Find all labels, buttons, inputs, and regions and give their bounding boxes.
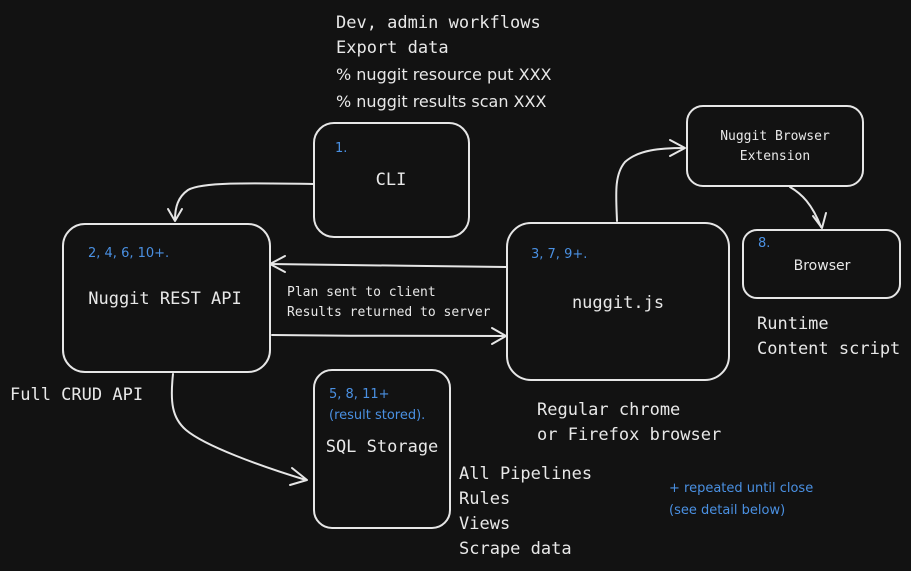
node-sql-storage-note-1: All Pipelines xyxy=(459,464,592,484)
top-note-2: Export data xyxy=(336,38,449,58)
node-browser-label: Browser xyxy=(794,258,851,274)
node-browser-box xyxy=(742,229,901,299)
node-extension-box xyxy=(686,105,864,187)
edge-cli-to-rest xyxy=(174,182,315,221)
node-nuggit-js-note-2: or Firefox browser xyxy=(537,425,721,445)
node-browser: 8. Browser xyxy=(742,229,901,299)
arrowhead-extension-to-browser xyxy=(812,212,827,229)
top-note-3: % nuggit resource put XXX xyxy=(336,65,552,84)
node-nuggit-js-label: nuggit.js xyxy=(572,293,664,313)
node-sql-storage-step: 5, 8, 11+ xyxy=(329,387,390,402)
edge-extension-to-browser xyxy=(789,186,822,228)
edge-label-plan: Plan sent to client xyxy=(287,285,436,300)
node-rest-api-step: 2, 4, 6, 10+. xyxy=(88,246,169,261)
node-sql-storage-note-2: Rules xyxy=(459,489,510,509)
node-cli-box xyxy=(313,122,470,238)
node-nuggit-js: 3, 7, 9+. nuggit.js xyxy=(506,222,730,381)
node-nuggit-js-step: 3, 7, 9+. xyxy=(531,247,587,262)
node-extension: Nuggit Browser Extension xyxy=(686,105,864,187)
node-sql-storage-note-3: Views xyxy=(459,514,510,534)
node-sql-storage: 5, 8, 11+ (result stored). SQL Storage xyxy=(313,369,451,529)
node-rest-api-note: Full CRUD API xyxy=(10,385,143,405)
node-extension-label-1: Nuggit Browser xyxy=(720,129,830,144)
top-notes: Dev, admin workflows Export data % nuggi… xyxy=(336,13,552,111)
edge-rest-to-js xyxy=(271,334,507,337)
node-cli: 1. CLI xyxy=(313,122,470,238)
node-rest-api-box xyxy=(62,223,271,373)
edge-label-results: Results returned to server xyxy=(287,305,491,320)
arrowhead-js-to-extension xyxy=(669,139,686,157)
arrowhead-cli-to-rest xyxy=(167,208,183,222)
edge-js-to-extension xyxy=(615,147,685,222)
node-sql-storage-step-detail: (result stored). xyxy=(329,408,425,423)
node-rest-api-label: Nuggit REST API xyxy=(88,289,242,309)
node-sql-storage-box xyxy=(313,369,451,529)
node-sql-storage-label: SQL Storage xyxy=(326,437,439,457)
node-browser-step: 8. xyxy=(758,236,770,251)
node-cli-step: 1. xyxy=(335,141,347,156)
node-sql-storage-note-4: Scrape data xyxy=(459,539,572,559)
node-cli-label: CLI xyxy=(376,170,407,190)
arrowhead-rest-to-sql xyxy=(289,467,308,486)
footnote-line-1: + repeated until close xyxy=(669,481,813,496)
node-nuggit-js-box xyxy=(506,222,730,381)
top-note-4: % nuggit results scan XXX xyxy=(336,92,546,111)
edge-rest-to-sql xyxy=(170,373,307,481)
edge-js-to-rest xyxy=(269,263,507,268)
node-extension-label-2: Extension xyxy=(740,149,810,164)
node-nuggit-js-note-1: Regular chrome xyxy=(537,400,680,420)
top-note-1: Dev, admin workflows xyxy=(336,13,541,33)
node-browser-note-2: Content script xyxy=(757,339,900,359)
node-browser-note-1: Runtime xyxy=(757,314,829,334)
footnote-line-2: (see detail below) xyxy=(669,503,785,518)
connectors xyxy=(167,139,827,486)
node-rest-api: 2, 4, 6, 10+. Nuggit REST API xyxy=(62,223,271,373)
